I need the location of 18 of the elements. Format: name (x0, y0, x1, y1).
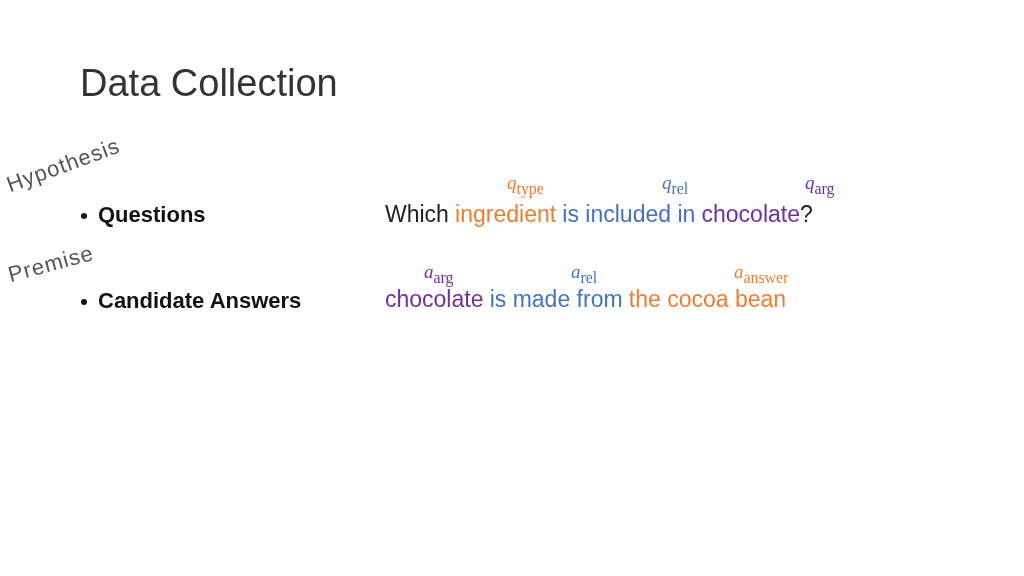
answer-text: chocolate (385, 286, 484, 312)
question-text: ingredient (455, 201, 557, 227)
variable-label: q$_{rel}$ (662, 172, 689, 198)
answer-text: the cocoa bean (628, 286, 787, 312)
question-text: chocolate (701, 201, 800, 227)
variable-label: q$_{type}$ (507, 172, 544, 198)
slide-title: Data Collection (80, 62, 338, 105)
question-text: is included in (562, 201, 696, 227)
variable-label: q$_{arg}$ (805, 172, 835, 198)
bullet-heading: Candidate Answers (98, 288, 302, 314)
answer-text: is made from (489, 286, 623, 312)
question-text: Which (385, 201, 449, 227)
question-mark: ? (800, 201, 813, 227)
variable-label: a$_{arg}$ (424, 261, 454, 287)
handwritten-note: Premise (5, 240, 97, 288)
variable-label: a$_{answer}$ (734, 261, 789, 287)
bullet-heading: Questions (98, 202, 206, 228)
variable-label: a$_{rel}$ (571, 261, 598, 287)
